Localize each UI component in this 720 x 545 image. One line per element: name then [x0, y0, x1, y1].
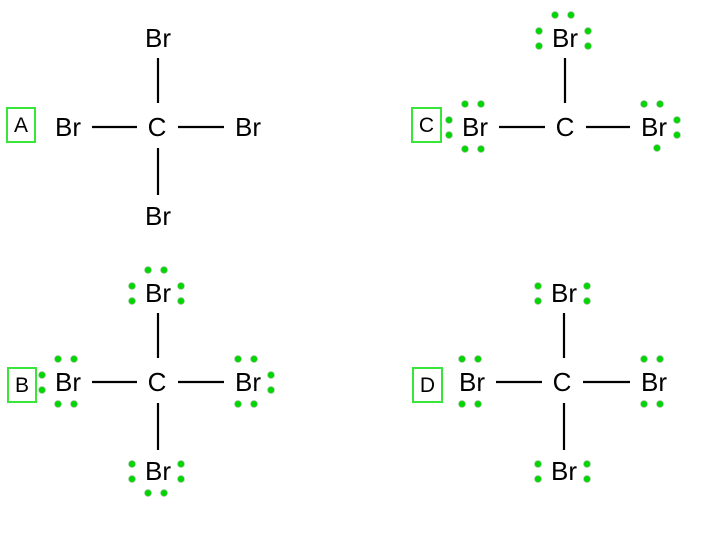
- lone-pair-dot: [474, 355, 482, 363]
- answer-label: D: [420, 374, 435, 397]
- lone-pair-dot: [177, 297, 185, 305]
- lone-pair-dot: [583, 297, 591, 305]
- lone-pair-dot: [250, 400, 258, 408]
- lone-pair-dot: [534, 475, 542, 483]
- bromine-atom: Br: [551, 456, 577, 486]
- lone-pair-dot: [477, 145, 485, 153]
- lone-pair-dot: [445, 131, 453, 139]
- answer-label-box: [412, 367, 443, 403]
- lone-pair-dot: [461, 145, 469, 153]
- lone-pair-dot: [445, 116, 453, 124]
- bromine-atom: Br: [145, 201, 171, 231]
- bromine-atom: Br: [55, 112, 81, 142]
- lone-pair-dot: [144, 489, 152, 497]
- bromine-atom: Br: [462, 112, 488, 142]
- lone-pair-dot: [144, 266, 152, 274]
- answer-label-box: [6, 107, 36, 143]
- lone-pair-dot: [534, 282, 542, 290]
- lone-pair-dot: [477, 100, 485, 108]
- lone-pair-dot: [267, 386, 275, 394]
- lone-pair-dot: [567, 11, 575, 19]
- lone-pair-dot: [38, 386, 46, 394]
- lone-pair-dot: [128, 297, 136, 305]
- answer-label-box: [411, 107, 442, 143]
- lone-pair-dot: [70, 400, 78, 408]
- lone-pair-dot: [653, 144, 661, 152]
- lone-pair-dot: [583, 460, 591, 468]
- lone-pair-dot: [584, 27, 592, 35]
- bromine-atom: Br: [459, 367, 485, 397]
- lone-pair-dot: [535, 42, 543, 50]
- carbon-atom: C: [556, 112, 575, 142]
- lone-pair-dot: [534, 297, 542, 305]
- lone-pair-dot: [640, 355, 648, 363]
- bromine-atom: Br: [552, 23, 578, 53]
- bromine-atom: Br: [235, 367, 261, 397]
- carbon-atom: C: [148, 112, 167, 142]
- lone-pair-dot: [583, 475, 591, 483]
- answer-label: C: [419, 114, 434, 137]
- bromine-atom: Br: [641, 112, 667, 142]
- lone-pair-dot: [656, 100, 664, 108]
- bromine-atom: Br: [551, 278, 577, 308]
- lone-pair-dot: [160, 489, 168, 497]
- lone-pair-dot: [177, 475, 185, 483]
- lone-pair-dot: [128, 282, 136, 290]
- bromine-atom: Br: [145, 23, 171, 53]
- lone-pair-dot: [673, 131, 681, 139]
- lone-pair-dot: [534, 460, 542, 468]
- lone-pair-dot: [128, 475, 136, 483]
- lone-pair-dot: [250, 355, 258, 363]
- carbon-atom: C: [553, 367, 572, 397]
- lone-pair-dot: [673, 116, 681, 124]
- answer-label-box: [7, 367, 37, 403]
- lone-pair-dot: [128, 460, 136, 468]
- lone-pair-dot: [551, 11, 559, 19]
- lone-pair-dot: [54, 400, 62, 408]
- lone-pair-dot: [234, 400, 242, 408]
- bromine-atom: Br: [235, 112, 261, 142]
- lone-pair-dot: [584, 42, 592, 50]
- lone-pair-dot: [177, 460, 185, 468]
- lone-pair-dot: [640, 400, 648, 408]
- lone-pair-dot: [70, 355, 78, 363]
- bromine-atom: Br: [55, 367, 81, 397]
- lone-pair-dot: [656, 400, 664, 408]
- lone-pair-dot: [583, 282, 591, 290]
- lone-pair-dot: [656, 355, 664, 363]
- lone-pair-dot: [54, 355, 62, 363]
- bromine-atom: Br: [145, 278, 171, 308]
- bromine-atom: Br: [641, 367, 667, 397]
- answer-label: A: [14, 114, 28, 137]
- carbon-atom: C: [148, 367, 167, 397]
- lone-pair-dot: [38, 371, 46, 379]
- answer-label: B: [15, 374, 29, 397]
- lone-pair-dot: [535, 27, 543, 35]
- lone-pair-dot: [160, 266, 168, 274]
- lone-pair-dot: [640, 100, 648, 108]
- lone-pair-dot: [458, 355, 466, 363]
- lone-pair-dot: [234, 355, 242, 363]
- lone-pair-dot: [474, 400, 482, 408]
- lone-pair-dot: [177, 282, 185, 290]
- lone-pair-dot: [267, 371, 275, 379]
- lone-pair-dot: [458, 400, 466, 408]
- lone-pair-dot: [461, 100, 469, 108]
- bromine-atom: Br: [145, 456, 171, 486]
